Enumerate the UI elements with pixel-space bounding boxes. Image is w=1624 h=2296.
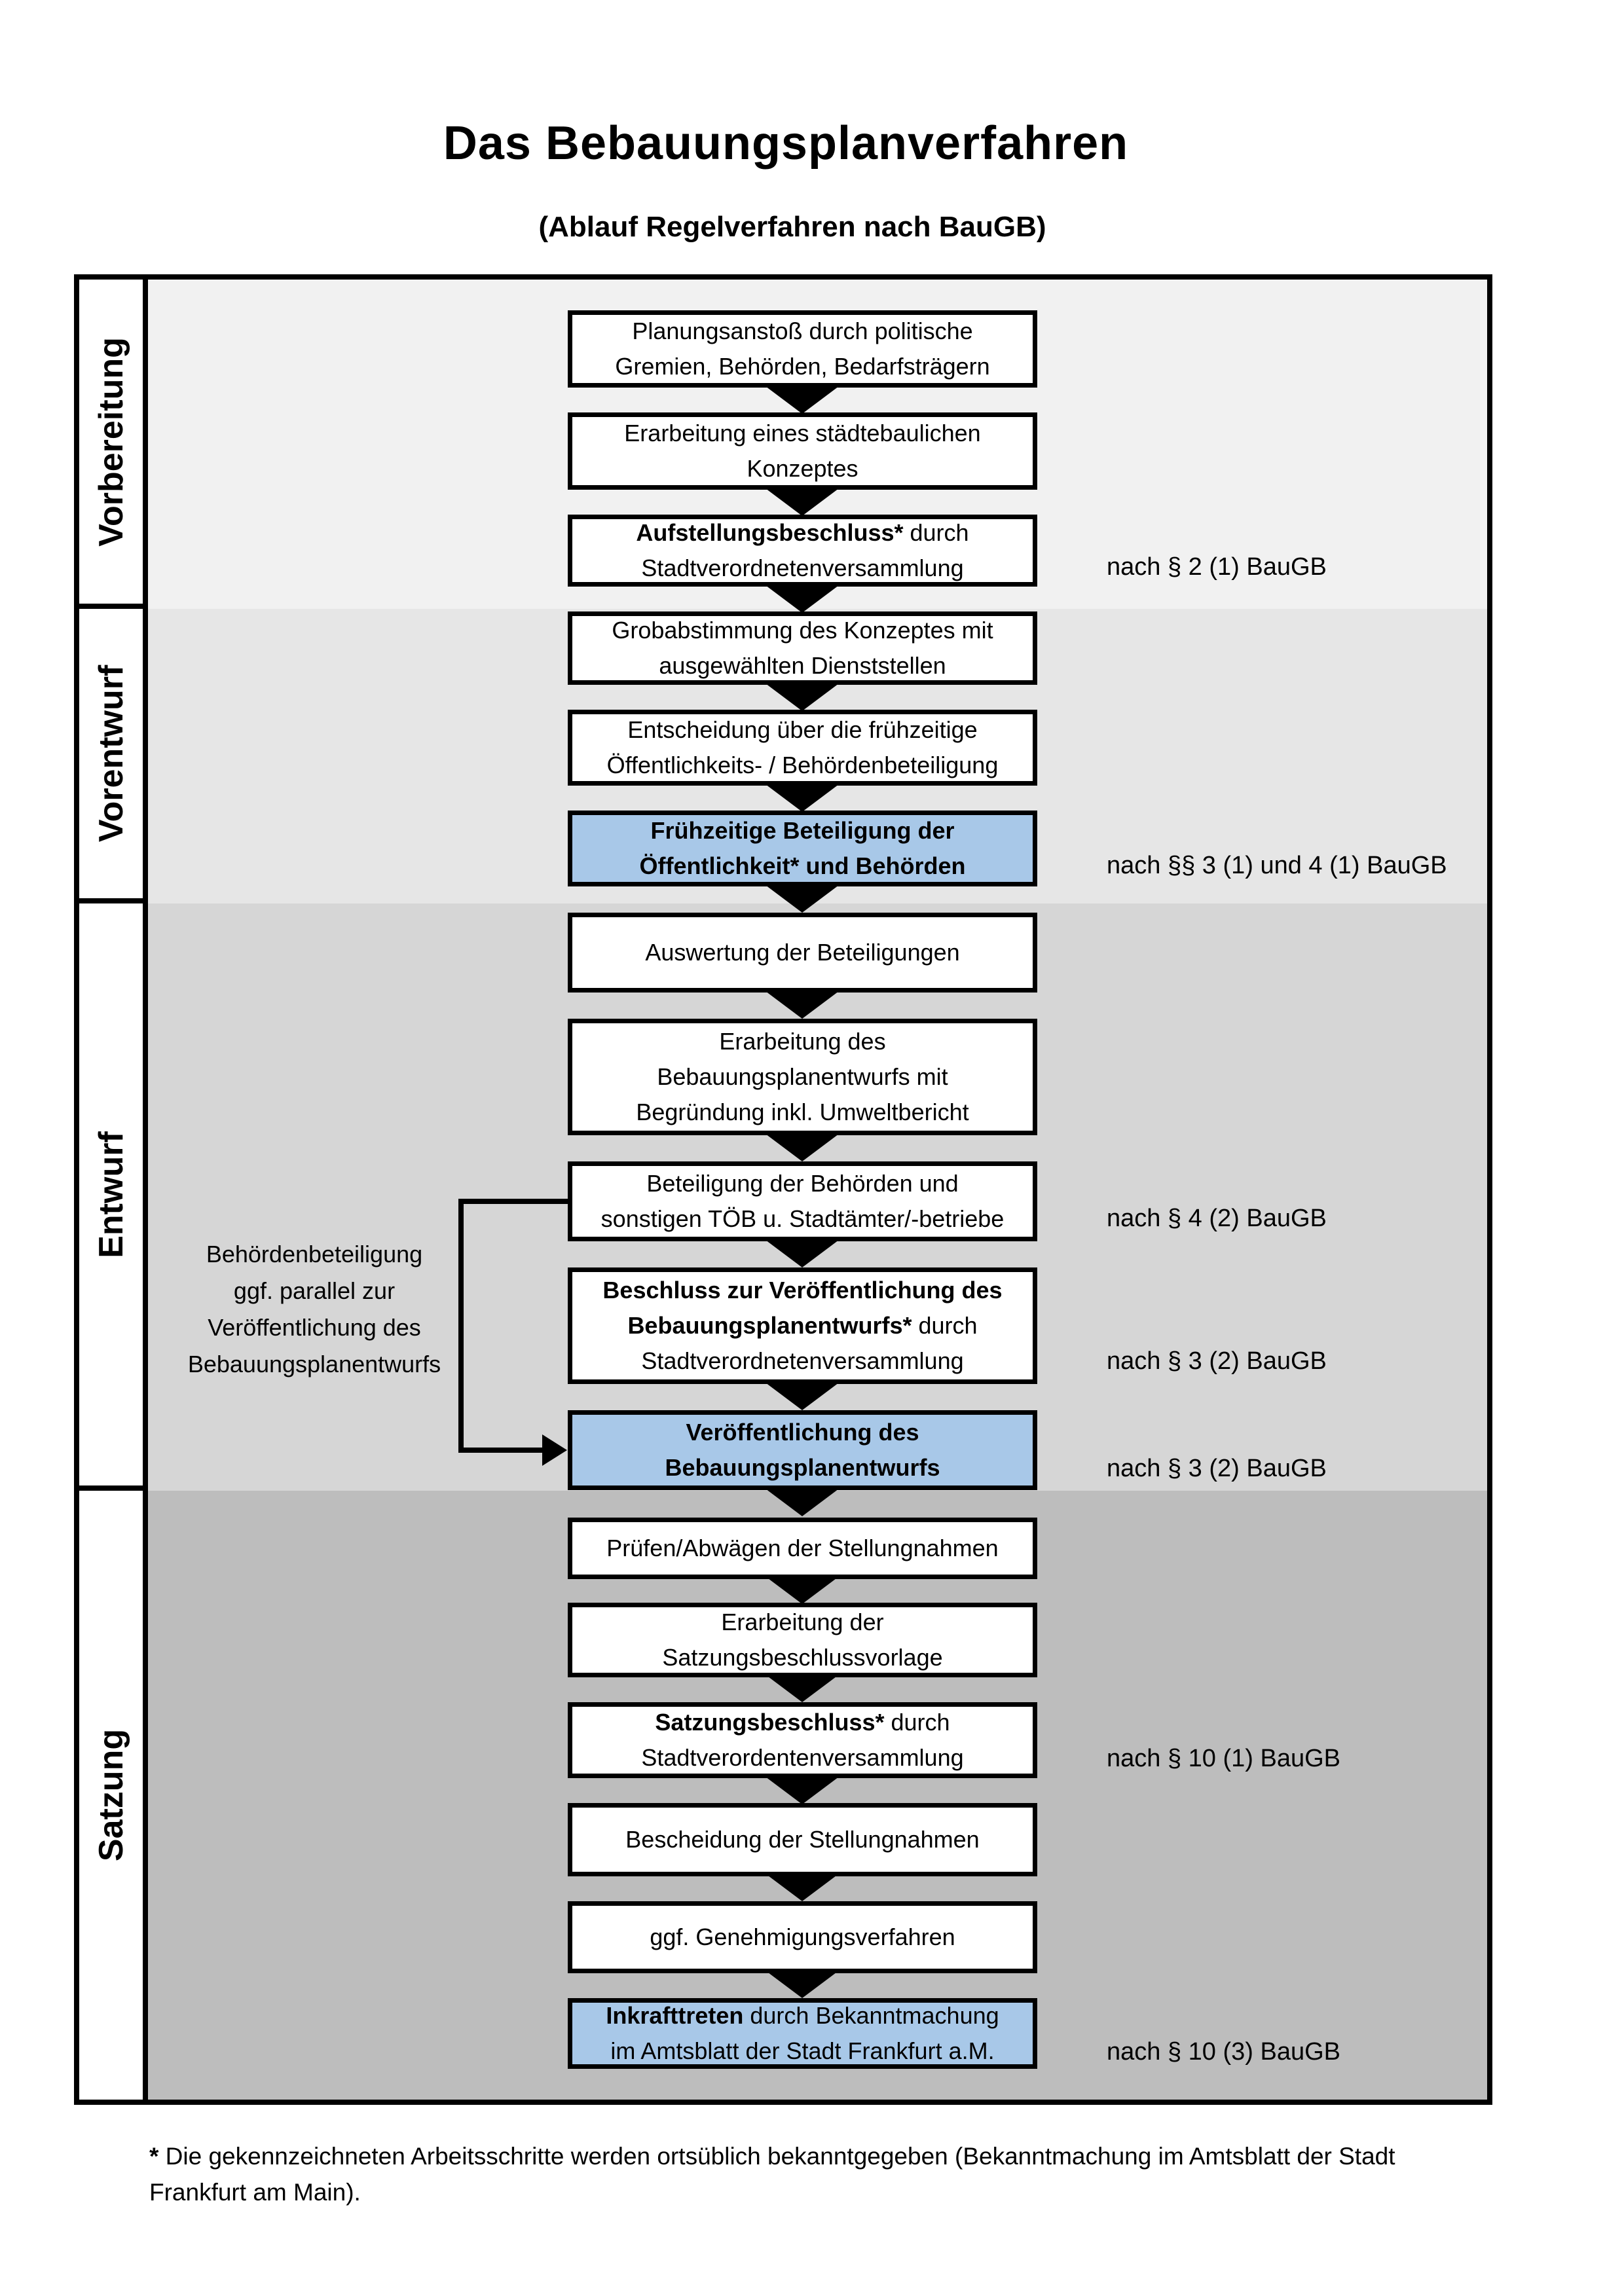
box-text: ausgewählten Dienststellen — [659, 652, 946, 679]
box-text: Konzeptes — [747, 455, 858, 482]
box-text: Auswertung der Beteiligungen — [645, 939, 960, 966]
box-text: Grobabstimmung des Konzeptes mit — [612, 617, 993, 644]
arrow-down-icon — [766, 1383, 839, 1410]
arrow-down-icon — [766, 1874, 839, 1901]
arrow-right-icon — [542, 1434, 567, 1466]
law-reference: nach § 4 (2) BauGB — [1107, 1205, 1327, 1232]
connector-line — [458, 1448, 544, 1453]
box-text: Prüfen/Abwägen der Stellungnahmen — [606, 1535, 999, 1561]
arrow-down-icon — [766, 488, 839, 516]
box-text: Frühzeitige Beteiligung der — [650, 817, 955, 844]
footnote: * Die gekennzeichneten Arbeitsschritte w… — [149, 2138, 1511, 2210]
parallel-note: Behördenbeteiligung ggf. parallel zur Ve… — [170, 1236, 458, 1383]
arrow-down-icon — [766, 1134, 839, 1161]
arrow-down-icon — [766, 1777, 839, 1804]
box-text: Bebauungsplanentwurfs — [665, 1454, 940, 1481]
flow-box-veroeffentlichung: Veröffentlichung des Bebauungsplanentwur… — [568, 1410, 1037, 1490]
arrow-down-icon — [766, 784, 839, 812]
flow-box-fruehzeitige-beteiligung: Frühzeitige Beteiligung der Öffentlichke… — [568, 811, 1037, 886]
flow-box-auswertung: Auswertung der Beteiligungen — [568, 913, 1037, 993]
flow-box-inkrafttreten: Inkrafttreten durch Bekanntmachung im Am… — [568, 1998, 1037, 2069]
box-text: Erarbeitung der — [721, 1609, 884, 1635]
box-text: Bescheidung der Stellungnahmen — [625, 1826, 980, 1853]
page-subtitle: (Ablauf Regelverfahren nach BauGB) — [538, 211, 1046, 243]
box-text: sonstigen TÖB u. Stadtämter/-betriebe — [600, 1205, 1005, 1232]
flow-box-beteiligung-behoerden: Beteiligung der Behörden und sonstigen T… — [568, 1161, 1037, 1241]
box-text: durch — [884, 1709, 950, 1736]
box-text: ggf. Genehmigungsverfahren — [650, 1923, 955, 1950]
parallel-note-line: Behördenbeteiligung — [206, 1241, 423, 1267]
box-text: Beteiligung der Behörden und — [646, 1170, 959, 1197]
box-text: Satzungsbeschlussvorlage — [662, 1644, 943, 1671]
flow-box-planungsanstoss: Planungsanstoß durch politische Gremien,… — [568, 310, 1037, 388]
flow-box-entscheidung-beteiligung: Entscheidung über die frühzeitige Öffent… — [568, 710, 1037, 786]
box-text: Bebauungsplanentwurfs mit — [657, 1063, 948, 1090]
sidebar-cell-vorentwurf: Vorentwurf — [79, 609, 148, 903]
arrow-down-icon — [766, 585, 839, 613]
sidebar-cell-satzung: Satzung — [79, 1491, 148, 2100]
box-text: durch — [912, 1312, 978, 1339]
sidebar-cell-entwurf: Entwurf — [79, 903, 148, 1491]
connector-line — [458, 1199, 464, 1453]
arrow-down-icon — [766, 386, 839, 414]
flow-box-staedtebauliches-konzept: Erarbeitung eines städtebaulichen Konzep… — [568, 412, 1037, 490]
box-text: Stadtverordnetenversammlung — [641, 555, 964, 581]
parallel-note-line: ggf. parallel zur — [233, 1277, 396, 1304]
box-text: Entscheidung über die frühzeitige — [627, 716, 978, 743]
box-text: Planungsanstoß durch politische — [632, 318, 973, 344]
box-text: Erarbeitung des — [719, 1028, 886, 1055]
flow-box-grobabstimmung: Grobabstimmung des Konzeptes mit ausgewä… — [568, 611, 1037, 685]
box-text: im Amtsblatt der Stadt Frankfurt a.M. — [610, 2037, 995, 2064]
footnote-line: Frankfurt am Main). — [149, 2179, 361, 2206]
connector-line — [458, 1199, 568, 1204]
box-text: Veröffentlichung des — [686, 1419, 919, 1446]
box-text: Stadtverordentenversammlung — [641, 1744, 964, 1771]
law-reference: nach § 10 (1) BauGB — [1107, 1745, 1340, 1772]
box-text: Erarbeitung eines städtebaulichen — [624, 420, 981, 446]
flow-box-satzungsbeschluss: Satzungsbeschluss* durch Stadtverordente… — [568, 1702, 1037, 1778]
box-text: durch — [903, 519, 969, 546]
arrow-down-icon — [766, 885, 839, 913]
arrow-down-icon — [766, 1675, 839, 1702]
arrow-down-icon — [766, 1576, 839, 1604]
page-title: Das Bebauungsplanverfahren — [443, 117, 1129, 170]
box-text: Begründung inkl. Umweltbericht — [636, 1099, 969, 1125]
box-text: Aufstellungsbeschluss* — [636, 519, 904, 546]
flow-box-satzungsbeschlussvorlage: Erarbeitung der Satzungsbeschlussvorlage — [568, 1603, 1037, 1677]
box-text: Öffentlichkeits- / Behördenbeteiligung — [606, 752, 999, 778]
footnote-text: Die gekennzeichneten Arbeitsschritte wer… — [158, 2143, 1395, 2170]
footnote-line: * Die gekennzeichneten Arbeitsschritte w… — [149, 2138, 1511, 2174]
sidebar-cell-vorbereitung: Vorbereitung — [79, 280, 148, 609]
box-text: Stadtverordnetenversammlung — [641, 1347, 964, 1374]
diagram-frame — [74, 274, 1492, 2105]
footnote-asterisk: * — [149, 2143, 159, 2170]
parallel-note-line: Veröffentlichung des — [208, 1314, 421, 1341]
law-reference: nach § 2 (1) BauGB — [1107, 553, 1327, 581]
arrow-down-icon — [766, 683, 839, 711]
flow-box-beschluss-veroeffentlichung: Beschluss zur Veröffentlichung des Bebau… — [568, 1267, 1037, 1384]
law-reference: nach §§ 3 (1) und 4 (1) BauGB — [1107, 852, 1447, 879]
arrow-down-icon — [766, 1240, 839, 1267]
flow-box-bescheidung: Bescheidung der Stellungnahmen — [568, 1803, 1037, 1876]
flow-box-erarbeitung-entwurf: Erarbeitung des Bebauungsplanentwurfs mi… — [568, 1019, 1037, 1135]
box-text: Inkrafttreten — [606, 2002, 744, 2029]
box-text: Bebauungsplanentwurfs* — [627, 1312, 912, 1339]
arrow-down-icon — [766, 1489, 839, 1516]
box-text: durch Bekanntmachung — [743, 2002, 999, 2029]
flow-box-genehmigungsverfahren: ggf. Genehmigungsverfahren — [568, 1901, 1037, 1973]
parallel-note-line: Bebauungsplanentwurfs — [187, 1351, 441, 1377]
box-text: Beschluss zur Veröffentlichung des — [602, 1277, 1003, 1303]
box-text: Öffentlichkeit* und Behörden — [639, 852, 966, 879]
box-text: Satzungsbeschluss* — [655, 1709, 885, 1736]
flow-box-pruefen-abwaegen: Prüfen/Abwägen der Stellungnahmen — [568, 1518, 1037, 1579]
law-reference: nach § 10 (3) BauGB — [1107, 2038, 1340, 2066]
flow-box-aufstellungsbeschluss: Aufstellungsbeschluss* durch Stadtverord… — [568, 515, 1037, 587]
arrow-down-icon — [766, 1971, 839, 1998]
box-text: Gremien, Behörden, Bedarfsträgern — [615, 353, 990, 380]
arrow-down-icon — [766, 991, 839, 1019]
law-reference: nach § 3 (2) BauGB — [1107, 1347, 1327, 1375]
law-reference: nach § 3 (2) BauGB — [1107, 1455, 1327, 1482]
